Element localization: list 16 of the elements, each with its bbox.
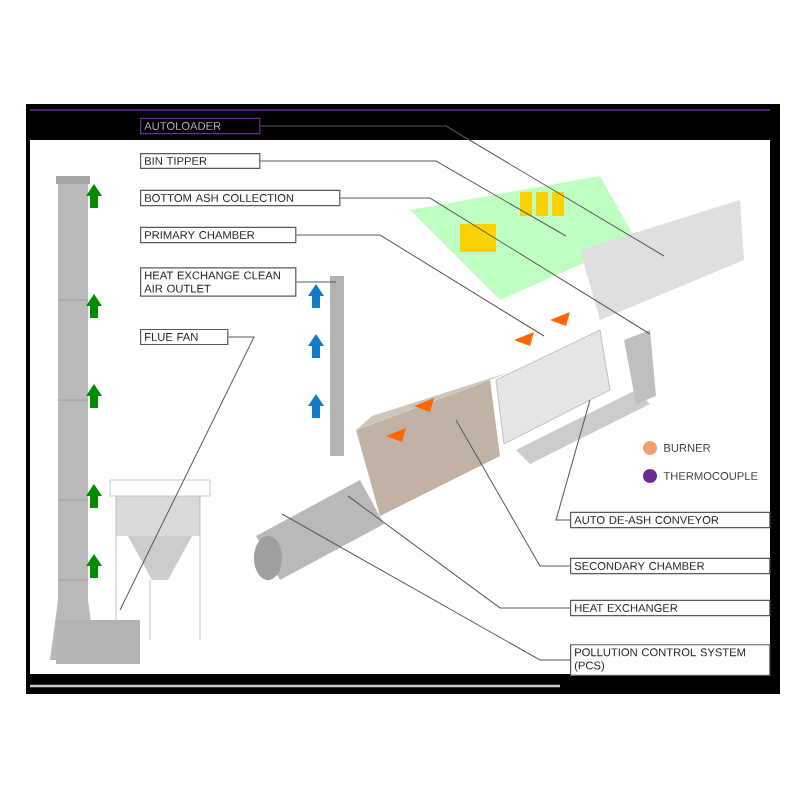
secondary-chamber-drawing bbox=[356, 372, 510, 516]
leader-line bbox=[347, 495, 571, 609]
leader-line bbox=[119, 336, 255, 611]
primary-chamber-drawing bbox=[495, 312, 611, 445]
leader-line bbox=[455, 419, 571, 567]
leader-line bbox=[339, 197, 651, 335]
loading-platform-drawing bbox=[410, 176, 744, 320]
leader-line bbox=[295, 281, 337, 283]
conveyor-drawing bbox=[516, 330, 656, 464]
chimney-drawing bbox=[50, 176, 140, 664]
leader-line bbox=[281, 513, 571, 661]
leader-line bbox=[259, 160, 567, 237]
heat-exchanger-drawing bbox=[254, 480, 384, 580]
leader-line bbox=[259, 125, 665, 257]
stack-drawing bbox=[308, 276, 344, 456]
leader-line bbox=[555, 399, 591, 521]
